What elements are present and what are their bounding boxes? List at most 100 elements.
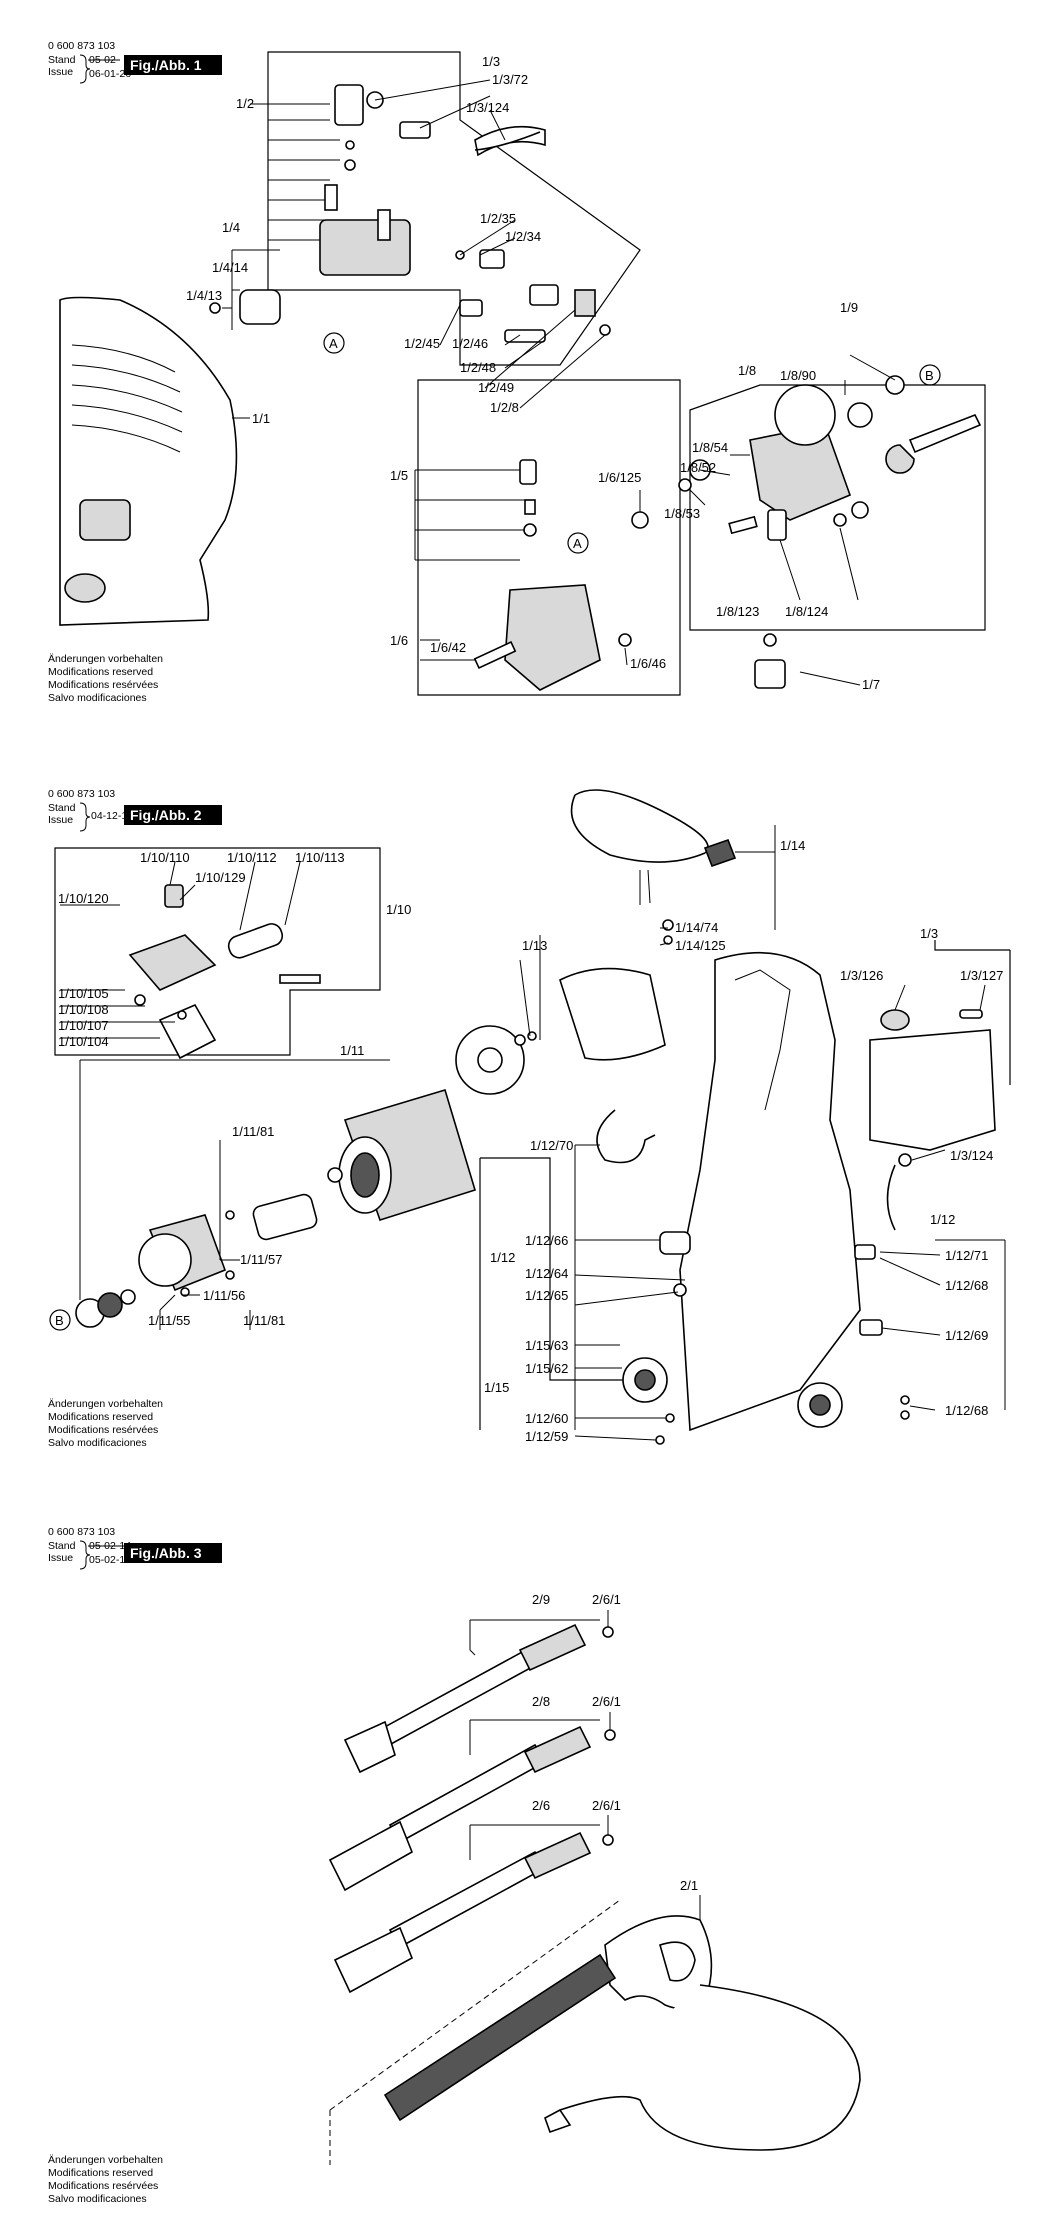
note-line: Modifications resérvées (48, 1424, 158, 1436)
part-label: 1/12/70 (530, 1138, 573, 1153)
part-label: 2/6 (532, 1798, 550, 1813)
part-label: 1/10/120 (58, 891, 109, 906)
part-label: 1/2/35 (480, 211, 516, 226)
marker-a: A (573, 536, 582, 551)
valve-block-1-8 (678, 375, 982, 689)
part-label: 1/3/124 (950, 1148, 993, 1163)
part-label: 2/8 (532, 1694, 550, 1709)
tank-1-3 (869, 1009, 996, 1231)
part-label: 1/15 (484, 1380, 509, 1395)
markers-fig1: A A B (323, 332, 941, 554)
fan-1-13 (455, 967, 666, 1095)
lance-2-6 (333, 1831, 614, 1994)
part-label: 1/8/123 (716, 604, 759, 619)
note-line: Änderungen vorbehalten (48, 2154, 163, 2166)
part-label: 1/12 (930, 1212, 955, 1227)
part-label: 1/10/110 (140, 850, 190, 865)
modifications-note-1: Änderungen vorbehalten Modifications res… (48, 653, 163, 704)
pump-head-1-2 (209, 84, 611, 343)
stand-label: Stand (48, 802, 76, 814)
part-label: 1/10/108 (58, 1002, 109, 1017)
part-label: 1/8 (738, 363, 756, 378)
part-label: 1/6/42 (430, 640, 466, 655)
frame-1-2 (267, 51, 641, 366)
part-label: 1/11/56 (203, 1288, 245, 1303)
part-label: 1/10/107 (58, 1018, 109, 1033)
spray-gun-2-1 (383, 1915, 861, 2151)
part-label: 1/14/74 (675, 920, 718, 935)
part-label: 1/10 (386, 902, 411, 917)
issue-label: Issue (48, 66, 73, 78)
part-label: 1/10/113 (295, 850, 345, 865)
note-line: Modifications reserved (48, 1411, 153, 1423)
figure-badge-text: Fig./Abb. 2 (130, 807, 202, 823)
part-label: 2/9 (532, 1592, 550, 1607)
figure-badge-text: Fig./Abb. 3 (130, 1545, 202, 1561)
note-line: Modifications resérvées (48, 679, 158, 691)
frame-1-3 (934, 940, 1011, 1085)
note-line: Änderungen vorbehalten (48, 653, 163, 665)
note-line: Salvo modificaciones (48, 2193, 147, 2205)
labels-fig1: 1/2 1/3 1/3/72 1/3/124 1/4 1/4/14 1/4/13… (186, 54, 880, 692)
labels-fig3: 2/9 2/6/1 2/8 2/6/1 2/6 2/6/1 2/1 (532, 1592, 698, 1893)
figure-badge-text: Fig./Abb. 1 (130, 57, 202, 73)
part-label: 1/12/71 (945, 1248, 988, 1263)
note-line: Modifications reserved (48, 2167, 153, 2179)
part-label: 1/3 (482, 54, 500, 69)
frame-1-6 (417, 379, 681, 696)
part-label: 1/6/125 (598, 470, 641, 485)
part-label: 1/12 (490, 1250, 515, 1265)
modifications-note-3: Änderungen vorbehalten Modifications res… (48, 2154, 163, 2205)
marker-b: B (55, 1313, 64, 1328)
frame-1-12 (479, 1157, 645, 1430)
issue-date: 06-01-26 (89, 68, 131, 80)
leader-lines-fig3 (329, 1610, 701, 2165)
part-label: 1/12/65 (525, 1288, 568, 1303)
part-label: 2/6/1 (592, 1798, 621, 1813)
part-label: 1/3/124 (466, 100, 509, 115)
figure-badge (124, 55, 222, 75)
part-label: 1/8/52 (680, 460, 716, 475)
housing-1-12 (622, 951, 910, 1445)
part-label: 1/2/46 (452, 336, 488, 351)
article-number: 0 600 873 103 (48, 788, 115, 800)
marker-b-fig2: B (49, 1309, 71, 1331)
frame-1-8 (689, 384, 986, 631)
marker-b: B (925, 368, 934, 383)
part-label: 1/8/90 (780, 368, 816, 383)
part-label: 1/6/46 (630, 656, 666, 671)
stand-label: Stand (48, 54, 76, 66)
part-label: 1/11/55 (148, 1313, 190, 1328)
part-label: 1/2/34 (505, 229, 541, 244)
part-label: 1/4/13 (186, 288, 222, 303)
part-label: 1/6 (390, 633, 408, 648)
part-label: 1/12/59 (525, 1429, 568, 1444)
part-label: 1/15/62 (525, 1361, 568, 1376)
cylinder-block-1-6 (473, 459, 649, 691)
figure-2-header: 0 600 873 103 Stand Issue 04-12-16 Fig./… (48, 788, 222, 832)
part-label: 1/10/112 (227, 850, 277, 865)
figure-badge (124, 1543, 222, 1563)
issue-date: 04-12-16 (91, 810, 133, 822)
marker-a: A (329, 336, 338, 351)
power-cord-1-14 (570, 789, 737, 945)
article-number: 0 600 873 103 (48, 1526, 115, 1538)
stand-label: Stand (48, 1540, 76, 1552)
labels-fig2: 1/10/110 1/10/112 1/10/113 1/10/129 1/10… (58, 838, 1003, 1444)
article-number: 0 600 873 103 (48, 40, 115, 52)
note-line: Salvo modificaciones (48, 692, 147, 704)
note-line: Modifications reserved (48, 666, 153, 678)
part-label: 1/12/69 (945, 1328, 988, 1343)
part-label: 1/8/54 (692, 440, 728, 455)
hose-1-3-72 (474, 131, 541, 151)
part-label: 1/8/124 (785, 604, 828, 619)
part-label: 1/2 (236, 96, 254, 111)
control-electronics-1-10 (128, 884, 321, 1060)
part-label: 1/8/53 (664, 506, 700, 521)
issue-label: Issue (48, 814, 73, 826)
part-label: 2/6/1 (592, 1592, 621, 1607)
part-label: 1/10/129 (195, 870, 246, 885)
lance-2-8 (328, 1725, 616, 1892)
part-label: 1/11/81 (232, 1124, 274, 1139)
part-label: 1/12/68 (945, 1403, 988, 1418)
